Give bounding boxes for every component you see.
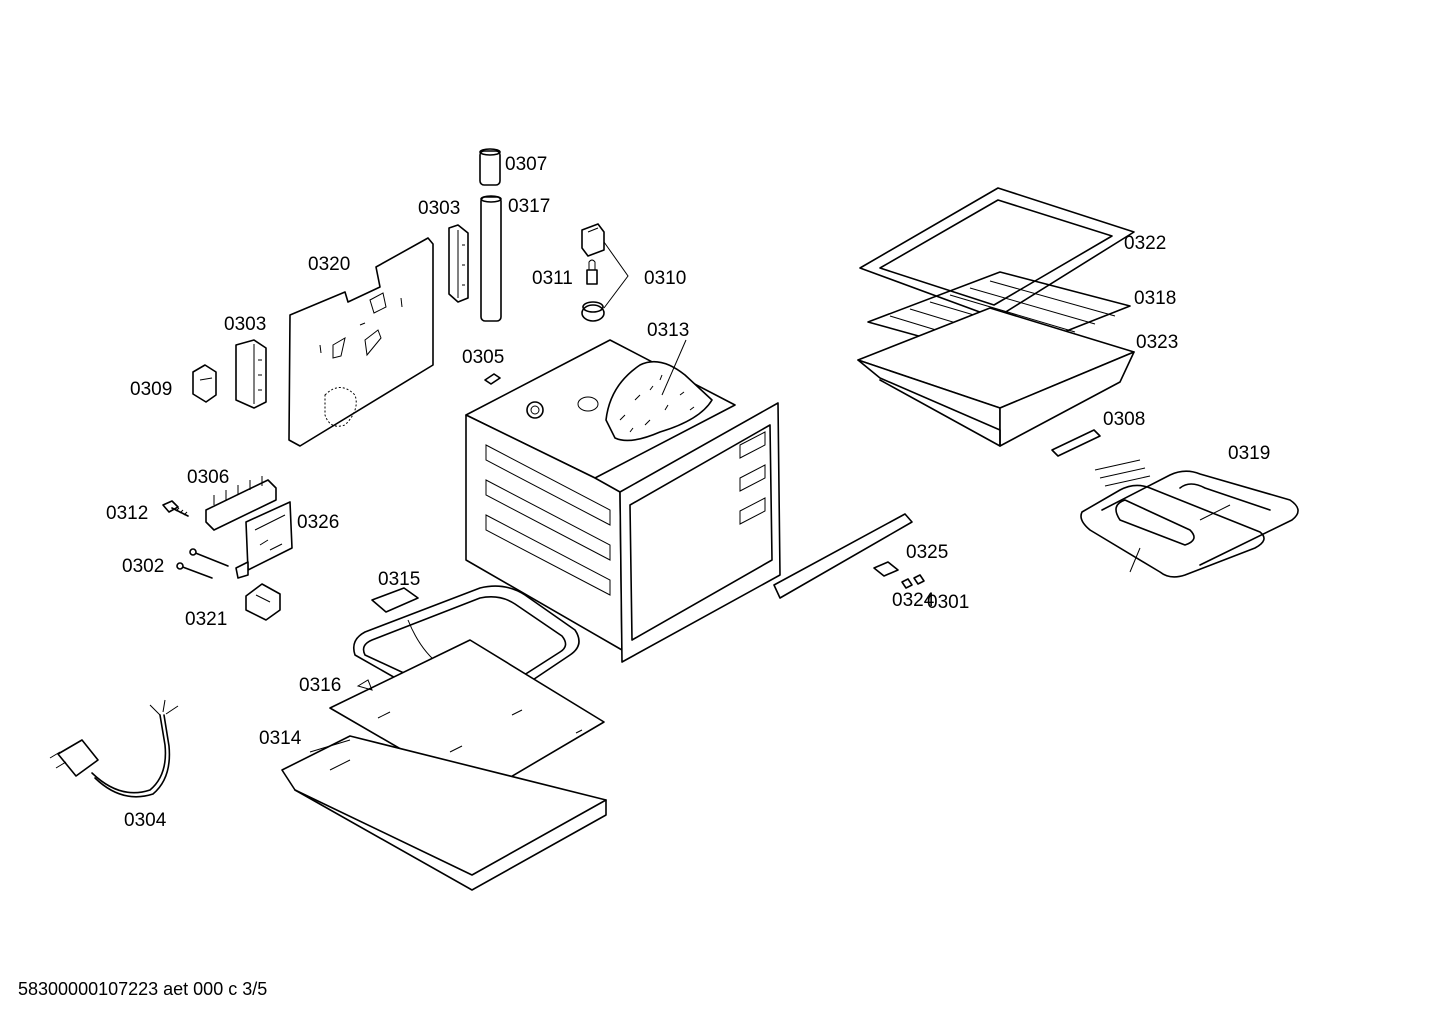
- document-footer: 58300000107223 aet 000 c 3/5: [18, 979, 268, 999]
- label-0309: 0309: [130, 379, 172, 400]
- part-0319-grill-element[interactable]: [1080, 459, 1299, 578]
- label-0318: 0318: [1134, 288, 1176, 309]
- part-0310-lamp-glass[interactable]: [581, 301, 605, 322]
- label-0316: 0316: [299, 675, 341, 696]
- part-0308-bar[interactable]: [1051, 429, 1101, 457]
- part-0303-bracket-upper[interactable]: [448, 224, 469, 303]
- label-0301: 0301: [927, 592, 969, 613]
- label-0319: 0319: [1228, 443, 1270, 464]
- part-side-rail[interactable]: [773, 513, 913, 599]
- label-0325: 0325: [906, 542, 948, 563]
- part-0309-clip[interactable]: [192, 364, 217, 403]
- label-0322: 0322: [1124, 233, 1166, 254]
- part-0324-screw[interactable]: [901, 578, 913, 589]
- part-0306-terminal-block[interactable]: [205, 476, 277, 531]
- label-0306: 0306: [187, 467, 229, 488]
- part-0317-tube[interactable]: [480, 195, 502, 322]
- part-0307-tube[interactable]: [479, 148, 501, 186]
- part-0321-connector[interactable]: [245, 583, 281, 621]
- label-0320: 0320: [308, 254, 350, 275]
- label-0303-lower: 0303: [224, 314, 266, 335]
- label-0308: 0308: [1103, 409, 1145, 430]
- part-0311-lamp-bulb[interactable]: [586, 259, 598, 285]
- label-0302: 0302: [122, 556, 164, 577]
- part-0325-clip[interactable]: [873, 561, 899, 577]
- leader-0310: [603, 241, 629, 309]
- part-0322-baking-tray[interactable]: [859, 187, 1135, 319]
- leader-0313: [661, 339, 687, 396]
- part-0314-bottom-shelf[interactable]: [281, 735, 607, 891]
- label-0310: 0310: [644, 268, 686, 289]
- label-0324: 0324: [892, 590, 935, 611]
- part-0301-screw[interactable]: [913, 574, 925, 585]
- part-0310-lamp-housing[interactable]: [581, 223, 605, 257]
- part-0313-insulation-mat[interactable]: [605, 360, 713, 442]
- part-0326-mounting-plate[interactable]: [235, 501, 293, 579]
- part-0305-small-fitting[interactable]: [484, 373, 501, 385]
- label-0323: 0323: [1136, 332, 1178, 353]
- part-0302-screws[interactable]: [176, 548, 229, 579]
- label-0307: 0307: [505, 154, 547, 175]
- label-0314: 0314: [259, 728, 302, 749]
- label-0326: 0326: [297, 512, 339, 533]
- label-0312: 0312: [106, 503, 148, 524]
- part-0323-deep-pan[interactable]: [857, 307, 1135, 447]
- label-0315: 0315: [378, 569, 420, 590]
- label-0317: 0317: [508, 196, 550, 217]
- part-0320-rear-panel[interactable]: [288, 237, 434, 447]
- label-0313: 0313: [647, 320, 689, 341]
- part-0304-power-cord[interactable]: [49, 699, 179, 798]
- label-0304: 0304: [124, 810, 167, 831]
- label-0311: 0311: [532, 268, 573, 289]
- part-0312-screw[interactable]: [162, 500, 189, 517]
- label-0305: 0305: [462, 347, 504, 368]
- part-0303-bracket-lower[interactable]: [235, 339, 267, 409]
- label-0303-upper: 0303: [418, 198, 460, 219]
- label-0321: 0321: [185, 609, 227, 630]
